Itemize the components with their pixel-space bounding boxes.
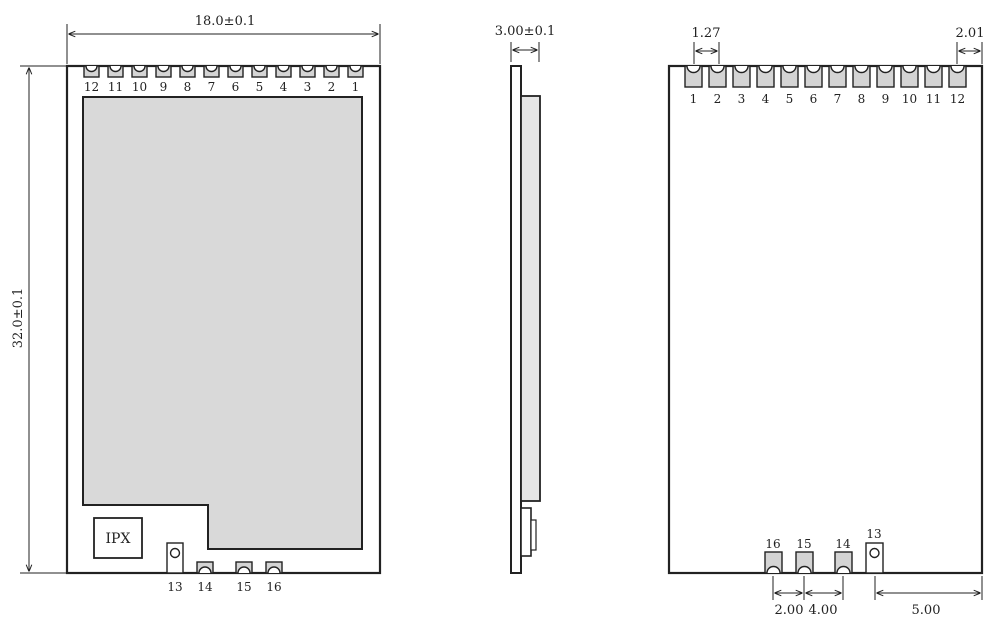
back-module-outline xyxy=(667,64,984,575)
front-pad-10: 10 xyxy=(131,65,148,94)
back-pin-label-13: 13 xyxy=(866,527,881,541)
side-shield-can xyxy=(520,95,541,502)
front-pin-label-13: 13 xyxy=(167,580,182,594)
front-pad-14: 14 xyxy=(196,561,214,594)
ipx-label: IPX xyxy=(106,531,131,547)
back-pin-label-8: 8 xyxy=(858,92,866,106)
front-bottom-pads: 13 14 15 16 xyxy=(166,542,283,594)
dimension-4-00-label: 4.00 xyxy=(809,603,838,618)
front-pad-3: 3 xyxy=(299,65,316,94)
front-pin-label-7: 7 xyxy=(208,80,216,94)
dimension-5-00-label: 5.00 xyxy=(912,603,941,618)
width-dimension: 18.0±0.1 xyxy=(66,14,381,64)
shield-can xyxy=(82,96,363,550)
front-pin-label-16: 16 xyxy=(266,580,281,594)
front-view: 18.0±0.1 32.0±0.1 IPX 12 11 10 9 8 7 6 5 4 3 2 1 13 xyxy=(11,14,382,594)
back-bottom-dimensions: 2.00 4.00 5.00 xyxy=(772,576,983,618)
back-pad-8: 8 xyxy=(852,65,871,106)
front-pin-label-4: 4 xyxy=(280,80,288,94)
front-pin-label-11: 11 xyxy=(108,80,123,94)
back-pin-label-5: 5 xyxy=(786,92,794,106)
front-top-pads: 12 11 10 9 8 7 6 5 4 3 2 1 xyxy=(83,65,364,94)
thickness-dimension-label: 3.00±0.1 xyxy=(495,24,556,39)
back-pad-6: 6 xyxy=(804,65,823,106)
back-pin-label-15: 15 xyxy=(796,537,811,551)
back-pad-4: 4 xyxy=(756,65,775,106)
back-pin-label-11: 11 xyxy=(926,92,941,106)
front-pin-label-5: 5 xyxy=(256,80,264,94)
back-pad-3: 3 xyxy=(732,65,751,106)
front-pad-16: 16 xyxy=(265,561,283,594)
back-pad-15: 15 xyxy=(795,537,814,574)
front-pin-label-10: 10 xyxy=(132,80,147,94)
back-pin-label-16: 16 xyxy=(765,537,780,551)
back-pad-5: 5 xyxy=(780,65,799,106)
back-pin-label-12: 12 xyxy=(950,92,965,106)
front-pad-11: 11 xyxy=(107,65,124,94)
back-pad-1: 1 xyxy=(684,65,703,106)
front-pad-12: 12 xyxy=(83,65,100,94)
height-dimension: 32.0±0.1 xyxy=(11,65,66,574)
front-pin-label-9: 9 xyxy=(160,80,168,94)
front-pin-label-15: 15 xyxy=(236,580,251,594)
front-pad-4: 4 xyxy=(275,65,292,94)
front-pin-label-1: 1 xyxy=(352,80,360,94)
front-pad-15: 15 xyxy=(235,561,253,594)
front-pin-label-6: 6 xyxy=(232,80,240,94)
edge-dimension-label: 2.01 xyxy=(956,26,985,41)
pitch-dimension: 1.27 xyxy=(692,26,721,64)
front-pin-label-3: 3 xyxy=(304,80,312,94)
front-pad-5: 5 xyxy=(251,65,268,94)
front-pad-1: 1 xyxy=(347,65,364,94)
back-pin-label-6: 6 xyxy=(810,92,818,106)
front-pin-label-14: 14 xyxy=(197,580,213,594)
back-pad-7: 7 xyxy=(828,65,847,106)
side-connector xyxy=(520,507,532,557)
front-pin-label-2: 2 xyxy=(328,80,336,94)
back-pin-label-1: 1 xyxy=(690,92,698,106)
front-pad-9: 9 xyxy=(155,65,172,94)
front-pin-label-8: 8 xyxy=(184,80,192,94)
back-pin-label-10: 10 xyxy=(902,92,917,106)
ipx-connector: IPX xyxy=(93,517,143,559)
side-pcb xyxy=(510,65,522,574)
front-pad-2: 2 xyxy=(323,65,340,94)
back-pin-label-9: 9 xyxy=(882,92,890,106)
front-pad-7: 7 xyxy=(203,65,220,94)
back-pin-label-14: 14 xyxy=(835,537,851,551)
front-pad-13: 13 xyxy=(166,542,184,594)
back-pin-label-2: 2 xyxy=(714,92,722,106)
back-pin-label-7: 7 xyxy=(834,92,842,106)
back-pad-9: 9 xyxy=(876,65,895,106)
front-pin-label-12: 12 xyxy=(84,80,99,94)
back-bottom-pads: 16 15 14 13 xyxy=(764,527,884,574)
back-pad-10: 10 xyxy=(900,65,919,106)
edge-dimension: 2.01 xyxy=(956,26,985,64)
back-pad-13: 13 xyxy=(865,527,884,574)
width-dimension-label: 18.0±0.1 xyxy=(195,14,256,29)
height-dimension-label: 32.0±0.1 xyxy=(11,288,26,349)
front-pad-8: 8 xyxy=(179,65,196,94)
back-pad-16: 16 xyxy=(764,537,783,574)
dimension-2-00-label: 2.00 xyxy=(775,603,804,618)
back-pin-label-4: 4 xyxy=(762,92,770,106)
side-view: 3.00±0.1 xyxy=(495,24,556,574)
back-pin-label-3: 3 xyxy=(738,92,746,106)
back-pad-2: 2 xyxy=(708,65,727,106)
back-pad-14: 14 xyxy=(834,537,853,574)
front-pad-6: 6 xyxy=(227,65,244,94)
back-pad-11: 11 xyxy=(924,65,943,106)
back-pad-12: 12 xyxy=(948,65,967,106)
thickness-dimension: 3.00±0.1 xyxy=(495,24,556,62)
pitch-dimension-label: 1.27 xyxy=(692,26,721,41)
side-connector-tip xyxy=(530,519,537,551)
